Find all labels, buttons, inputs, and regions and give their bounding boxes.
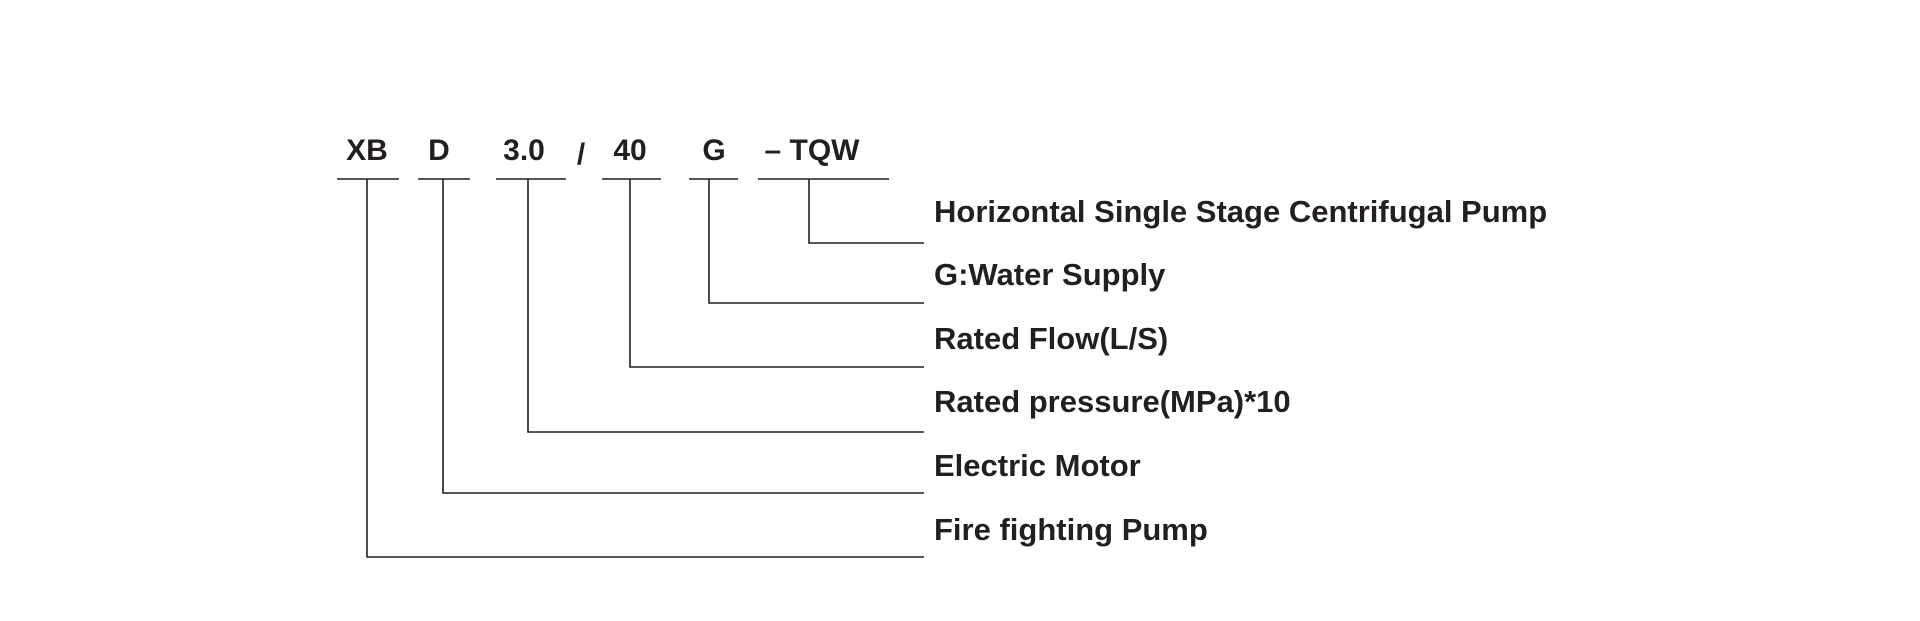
code-type: – TQW <box>765 134 861 167</box>
label-fire-pump: Fire fighting Pump <box>934 512 1208 547</box>
label-pump-type: Horizontal Single Stage Centrifugal Pump <box>934 194 1547 229</box>
label-water-supply: G:Water Supply <box>934 257 1166 292</box>
leader-electric-motor <box>442 179 924 494</box>
code-g: G <box>702 134 725 167</box>
leader-pump-type <box>808 179 924 244</box>
label-rated-pressure: Rated pressure(MPa)*10 <box>934 384 1291 419</box>
leader-rated-pressure <box>527 179 924 433</box>
label-rated-flow: Rated Flow(L/S) <box>934 321 1168 356</box>
code-separator: / <box>577 138 586 171</box>
label-electric-motor: Electric Motor <box>934 448 1141 483</box>
code-pressure: 3.0 <box>503 134 545 167</box>
code-d: D <box>428 134 450 167</box>
leader-rated-flow <box>629 179 924 368</box>
code-flow: 40 <box>613 134 646 167</box>
code-xb: XB <box>346 134 388 167</box>
leader-water-supply <box>708 179 924 304</box>
leader-fire-pump <box>366 179 924 558</box>
